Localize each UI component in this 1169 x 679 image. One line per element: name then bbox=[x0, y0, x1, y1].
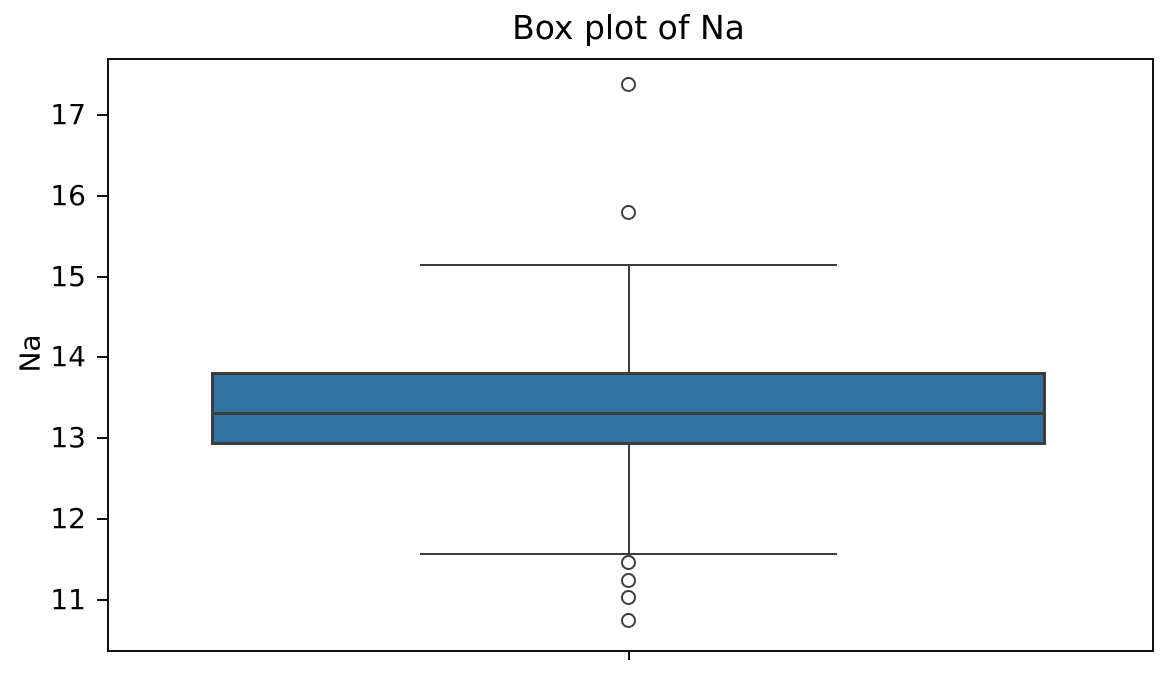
plot-area bbox=[107, 58, 1154, 652]
y-tick bbox=[97, 437, 107, 440]
y-tick bbox=[97, 517, 107, 520]
y-tick-label: 16 bbox=[50, 179, 86, 213]
outlier-point bbox=[620, 613, 636, 629]
y-tick-label: 17 bbox=[50, 98, 86, 132]
y-tick bbox=[97, 114, 107, 117]
y-tick bbox=[97, 275, 107, 278]
upper-whisker-cap bbox=[419, 263, 838, 266]
median-line bbox=[211, 412, 1046, 416]
lower-whisker-line bbox=[627, 445, 630, 555]
outlier-point bbox=[620, 573, 636, 588]
outlier-point bbox=[620, 589, 636, 605]
outlier-point bbox=[620, 76, 636, 92]
y-tick-label: 11 bbox=[50, 582, 86, 616]
lower-whisker-cap bbox=[419, 553, 838, 556]
outlier-point bbox=[620, 204, 636, 220]
y-tick bbox=[97, 356, 107, 359]
y-tick-label: 14 bbox=[50, 340, 86, 374]
y-tick-label: 13 bbox=[50, 421, 86, 455]
outlier-point bbox=[620, 555, 636, 571]
chart-title: Box plot of Na bbox=[512, 8, 745, 47]
x-tick bbox=[627, 650, 630, 660]
upper-whisker-line bbox=[627, 264, 630, 372]
y-tick-label: 15 bbox=[50, 259, 86, 293]
y-tick-label: 12 bbox=[50, 501, 86, 535]
y-tick bbox=[97, 598, 107, 601]
iqr-box bbox=[211, 371, 1046, 446]
y-tick bbox=[97, 195, 107, 198]
